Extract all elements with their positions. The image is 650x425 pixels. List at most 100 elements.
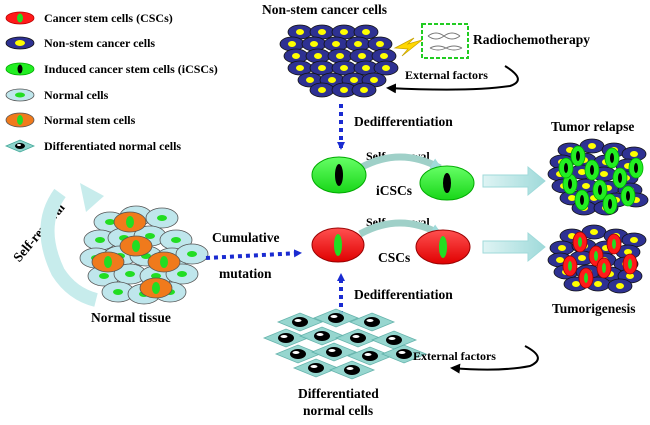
legend-label: Normal cells [44,88,109,102]
cancer-stem-cell [572,231,588,253]
induced-cancer-stem-cell [592,179,608,201]
lightning-icon [393,37,423,57]
normal-stem-cell [139,277,173,299]
differentiated-normal-cell [334,328,382,348]
induced-cancer-stem-cell [574,189,590,211]
tumor-relapse-cluster [547,138,649,216]
dediff-bottom-label: Dedifferentiation [354,287,453,302]
self-renewal-icsc-arrow [358,153,443,172]
differentiated-normal-cell [346,346,394,366]
csc-cell-left [311,227,365,263]
external-factors-bottom-arrow [450,345,539,374]
external-factors-top-arrow [386,65,519,94]
non-stem-cancer-cell [607,278,633,294]
cancer-stem-cell [606,233,622,255]
self-renewal-normal-group: Self-renewal [10,200,68,265]
normal-cell [145,207,179,229]
normal-cell [101,281,135,303]
non-stem-cancer-cell [301,36,327,52]
differentiated-normal-cell [276,312,324,332]
induced-cancer-stem-cell [584,159,600,181]
differentiated-normal-cell [312,308,360,328]
non-stem-cancer-cell [549,240,575,256]
tumor-relapse-label: Tumor relapse [551,119,634,134]
external-factors-bottom-label: External factors [413,349,496,363]
differentiated-normal-cell [370,330,418,350]
induced-cancer-stem-cell [562,173,578,195]
induced-cancer-stem-cell [604,147,620,169]
tumorigenesis-label: Tumorigenesis [552,301,636,316]
legend-label: Normal stem cells [44,113,136,127]
non-stem-cancer-cell [349,48,375,64]
differentiated-label-line2: normal cells [303,403,373,418]
icsc-cell-right [419,165,475,201]
differentiated-normal-cell [262,328,310,348]
non-stem-cancer-cell [353,24,379,40]
mutation-arrow [205,249,302,260]
self-renewal-normal-arrowhead [80,183,104,212]
non-stem-cancer-cell [283,48,309,64]
dna-box [421,23,469,59]
induced-cancer-stem-cell [620,185,636,207]
non-stem-title: Non-stem cancer cells [262,2,387,17]
dediff-top-label: Dedifferentiation [354,114,453,129]
non-stem-cancer-cell [621,232,647,248]
non-stem-cancer-cell [351,82,377,98]
icsc-cell-left [311,156,367,194]
legend-label: Non-stem cancer cells [44,36,155,50]
differentiated-cluster [262,308,428,380]
induced-cancer-stem-cell [628,157,644,179]
non-stem-cancer-cluster [279,24,399,98]
normal-stem-cell-icon [5,112,35,128]
differentiated-normal-cell [298,326,346,346]
differentiated-normal-cell [348,312,396,332]
non-stem-cancer-cell [279,36,305,52]
non-stem-cancer-cell [621,146,647,162]
differentiated-normal-cell [274,344,322,364]
cumulative-label: Cumulative [212,230,280,245]
non-stem-cancer-cell-icon [5,36,35,50]
non-stem-cancer-cell [287,24,313,40]
non-stem-cancer-cell [287,60,313,76]
icscs-label: iCSCs [376,183,412,198]
induced-cancer-stem-cell [602,193,618,215]
to-tumorigenesis-arrow [482,231,546,263]
external-factors-top-label: External factors [405,68,488,82]
normal-stem-cell [91,251,125,273]
induced-cancer-stem-cell [570,145,586,167]
cancer-stem-cell [622,253,638,275]
non-stem-cancer-cell [305,48,331,64]
to-relapse-arrow [482,165,546,197]
differentiated-label-line1: Differentiated [298,386,379,401]
tumorigenesis-cluster [547,224,647,294]
cancer-stem-cell [578,267,594,289]
legend-label: Cancer stem cells (CSCs) [44,11,173,25]
radiochemotherapy-label: Radiochemotherapy [473,32,590,47]
cancer-stem-cell [562,255,578,277]
legend-label: Induced cancer stem cells (iCSCs) [44,62,218,76]
induced-cancer-stem-cell-icon [5,62,35,76]
non-stem-cancer-cell [345,36,371,52]
non-stem-cancer-cell [309,82,335,98]
normal-cell-icon [5,88,35,102]
differentiated-normal-cell [310,342,358,362]
differentiated-normal-cell [328,360,376,380]
legend-label: Differentiated normal cells [44,139,181,153]
normal-stem-cell [113,211,147,233]
non-stem-cancer-cell [327,48,353,64]
non-stem-cancer-cell [373,60,399,76]
mutation-label: mutation [219,266,272,281]
non-stem-cancer-cell [371,48,397,64]
normal-cell [175,243,209,265]
differentiated-normal-cell-icon [4,139,36,153]
normal-tissue-cluster [79,205,209,305]
self-renewal-normal-arrow [40,188,98,307]
induced-cancer-stem-cell [612,167,628,189]
normal-stem-cell [147,251,181,273]
dna-icon [427,32,463,51]
csc-cell-right [415,229,471,265]
non-stem-cancer-cell [353,60,379,76]
differentiated-normal-cell [380,344,428,364]
